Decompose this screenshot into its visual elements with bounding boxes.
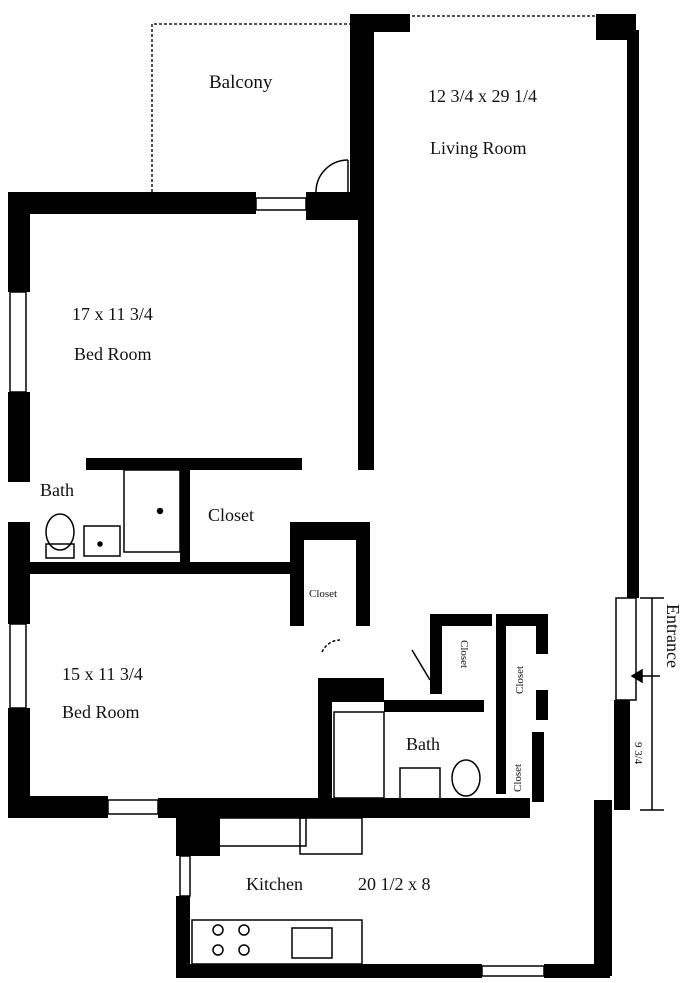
bath-2-label: Bath xyxy=(406,734,440,754)
bedroom-2-label: Bed Room xyxy=(62,702,140,722)
closet-a-label: Closet xyxy=(458,640,470,669)
entrance-label: Entrance xyxy=(663,604,683,668)
closet-hall-label: Closet xyxy=(309,588,338,600)
closet-b-label: Closet xyxy=(514,665,526,694)
entrance-dimension: 9 3/4 xyxy=(632,742,644,765)
bedroom-1-label: Bed Room xyxy=(74,344,152,364)
kitchen-label: Kitchen xyxy=(246,874,303,894)
bedroom-1-dims: 17 x 11 3/4 xyxy=(72,304,153,324)
bath-1-label: Bath xyxy=(40,480,74,500)
walls xyxy=(8,14,639,978)
closet-main-label: Closet xyxy=(208,505,255,525)
living-room-label: Living Room xyxy=(430,138,527,158)
balcony-label: Balcony xyxy=(209,72,273,93)
fixtures xyxy=(45,159,664,965)
windows xyxy=(9,197,637,977)
bedroom-2-dims: 15 x 11 3/4 xyxy=(62,664,143,684)
living-room-dims: 12 3/4 x 29 1/4 xyxy=(428,86,538,106)
closet-c-label: Closet xyxy=(512,763,524,792)
kitchen-dims: 20 1/2 x 8 xyxy=(358,874,431,894)
balcony-outline xyxy=(151,15,635,192)
